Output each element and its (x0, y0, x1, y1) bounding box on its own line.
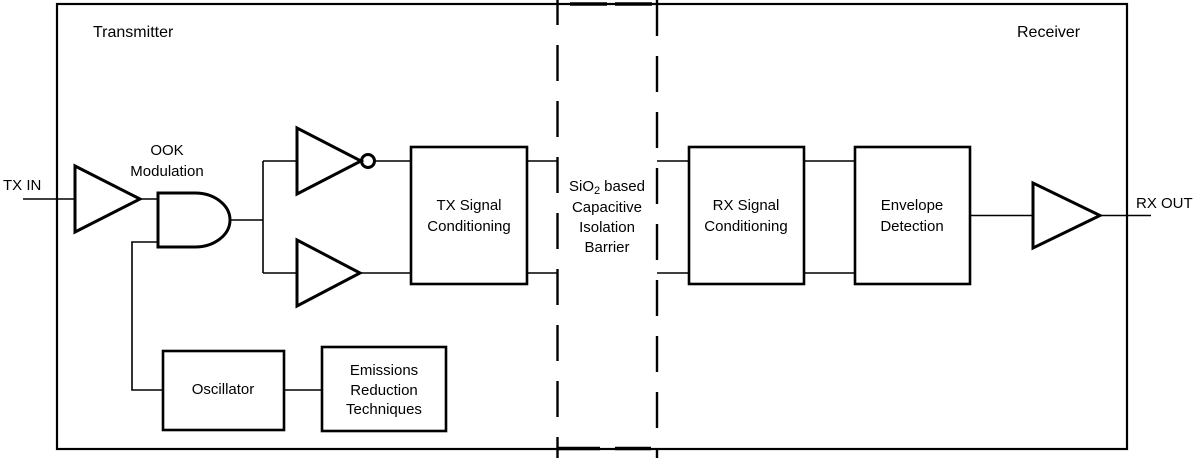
rx-signal-line1: RX Signal (713, 197, 780, 214)
diagram-labels: Transmitter Receiver TX IN RX OUT OOK Mo… (3, 24, 1193, 418)
isolation-barrier-lines (556, 0, 659, 458)
transmitter-section-label: Transmitter (93, 24, 174, 41)
rx-signal-conditioning-box (687, 145, 806, 286)
tx-input-buffer-icon (73, 163, 144, 235)
ook-modulation-line2: Modulation (130, 163, 203, 180)
isolation-barrier-border-dashes (557, 2, 652, 451)
rx-output-buffer-icon (1031, 180, 1104, 251)
and-gate-icon (156, 191, 232, 249)
oscillator-label: Oscillator (192, 381, 255, 398)
tx-signal-line2: Conditioning (427, 218, 510, 235)
barrier-line2: Capacitive (572, 199, 642, 216)
emissions-line1: Emissions (350, 362, 418, 379)
emissions-reduction-label: Emissions Reduction Techniques (346, 362, 422, 418)
block-boxes (161, 145, 972, 433)
barrier-line4: Barrier (584, 239, 629, 256)
envelope-line1: Envelope (881, 197, 944, 214)
diagram-linework (23, 0, 1151, 458)
ook-modulation-label: OOK Modulation (130, 142, 203, 180)
tx-signal-line1: TX Signal (436, 197, 501, 214)
envelope-line2: Detection (880, 218, 943, 235)
receiver-section-label: Receiver (1017, 24, 1081, 41)
inverter-triangle-icon (295, 125, 365, 197)
tx-in-label: TX IN (3, 177, 41, 194)
rx-signal-line2: Conditioning (704, 218, 787, 235)
emissions-reduction-box (320, 345, 448, 433)
emissions-line3: Techniques (346, 401, 422, 418)
barrier-line3: Isolation (579, 219, 635, 236)
envelope-detection-label: Envelope Detection (880, 197, 943, 235)
ook-modulation-line1: OOK (150, 142, 183, 159)
buffer-triangle-icon (295, 237, 364, 309)
inverter-bubble-icon (360, 153, 376, 169)
oscillator-box (161, 349, 286, 432)
emissions-line2: Reduction (350, 382, 418, 399)
tx-signal-conditioning-label: TX Signal Conditioning (427, 197, 510, 235)
tx-signal-conditioning-box (409, 145, 529, 286)
oscillator-to-and-wire (131, 241, 163, 391)
rx-signal-conditioning-label: RX Signal Conditioning (704, 197, 787, 235)
envelope-detection-box (853, 145, 972, 286)
gate-symbols (73, 125, 1104, 309)
rx-out-label: RX OUT (1136, 195, 1193, 212)
signal-wires (23, 160, 1151, 391)
